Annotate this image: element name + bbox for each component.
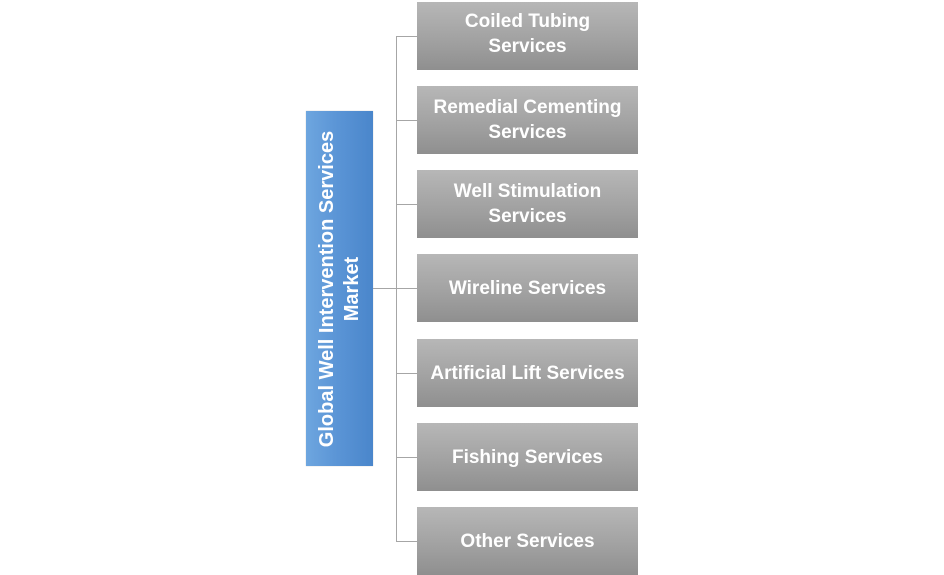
branch-connector-1 — [396, 36, 417, 37]
child-node-label: Fishing Services — [451, 446, 603, 468]
root-node: Global Well Intervention Services Market — [306, 111, 373, 466]
child-node-coiled-tubing: Coiled Tubing Services — [417, 2, 638, 70]
child-node-wireline: Wireline Services — [417, 254, 638, 322]
vertical-connector — [396, 36, 397, 542]
root-node-label: Global Well Intervention Services Market — [315, 130, 363, 447]
child-node-label: Well Stimulation Services — [453, 181, 602, 227]
root-connector — [373, 288, 396, 289]
child-node-label: Wireline Services — [448, 277, 607, 299]
child-node-artificial-lift: Artificial Lift Services — [417, 339, 638, 407]
child-node-well-stimulation: Well Stimulation Services — [417, 170, 638, 238]
branch-connector-3 — [396, 204, 417, 205]
child-node-label: Coiled Tubing Services — [464, 11, 591, 57]
branch-connector-4 — [396, 288, 417, 289]
branch-connector-5 — [396, 373, 417, 374]
branch-connector-2 — [396, 120, 417, 121]
child-node-label: Other Services — [460, 530, 595, 552]
child-node-remedial-cementing: Remedial Cementing Services — [417, 86, 638, 154]
child-node-other: Other Services — [417, 507, 638, 575]
child-node-label: Remedial Cementing Services — [433, 97, 622, 143]
child-node-fishing: Fishing Services — [417, 423, 638, 491]
branch-connector-7 — [396, 541, 417, 542]
branch-connector-6 — [396, 457, 417, 458]
child-node-label: Artificial Lift Services — [430, 362, 625, 384]
